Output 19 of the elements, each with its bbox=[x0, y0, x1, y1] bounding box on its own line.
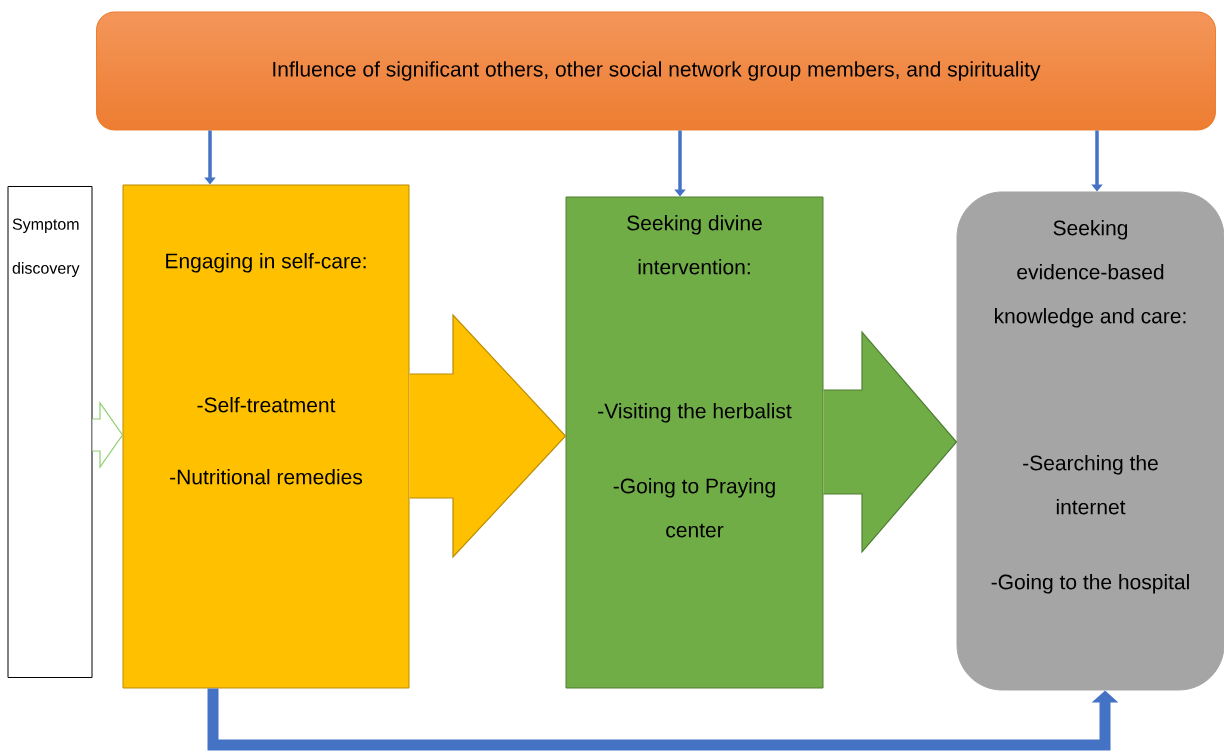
block-arrow bbox=[408, 313, 567, 559]
symptom-box bbox=[7, 186, 93, 678]
list-item: -Self-treatment bbox=[197, 397, 336, 413]
block-arrow bbox=[91, 401, 124, 469]
divine-box bbox=[565, 196, 824, 689]
node-text: Seeking divine intervention: bbox=[627, 215, 762, 275]
list-item: -Visiting the herbalist bbox=[598, 403, 792, 423]
list-item: -Nutritional remedies bbox=[170, 469, 363, 485]
evidence-box bbox=[956, 191, 1224, 691]
node-text: Influence of significant others, other social network group members, and spirituality bbox=[273, 61, 1041, 81]
list-item: -Searching the internet bbox=[1023, 455, 1158, 515]
self-care-box bbox=[122, 184, 410, 689]
node-text: Engaging in self-care: bbox=[166, 253, 366, 273]
list-item: -Going to Praying center bbox=[613, 478, 775, 538]
influence-banner bbox=[96, 11, 1216, 131]
block-arrow bbox=[822, 330, 958, 554]
node-text: Seeking evidence-based knowledge and care: bbox=[995, 220, 1186, 328]
list-item: -Going to the hospital bbox=[991, 574, 1189, 594]
node-text: Symptom discovery bbox=[12, 218, 80, 277]
